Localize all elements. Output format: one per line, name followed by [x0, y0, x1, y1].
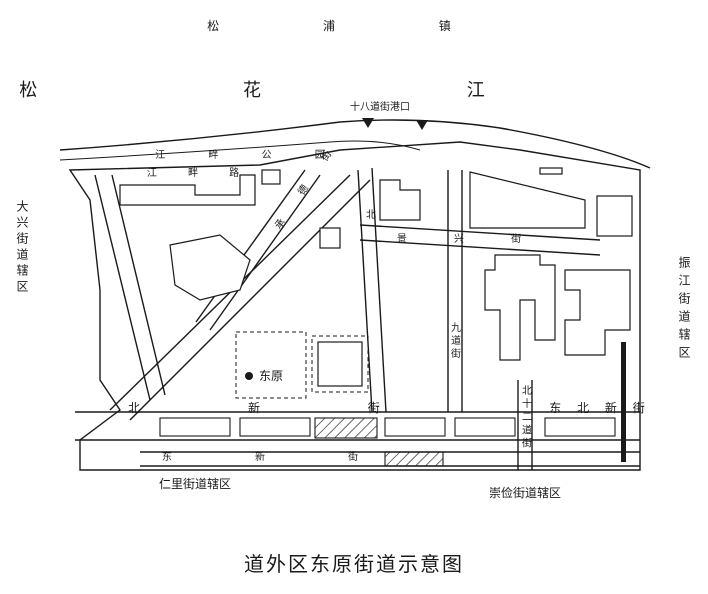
street-taixing-label: 景 兴 街 [397, 232, 543, 245]
street-jiu-label: 九 道 街 [449, 322, 461, 359]
central-vertical-road-1 [357, 169, 373, 413]
building-nw-2 [169, 234, 251, 301]
central-square-building [317, 341, 363, 387]
street-beixin-label: 北 新 街 [128, 400, 432, 415]
map-caption: 道外区东原街道示意图 [244, 552, 464, 576]
complex-building-east [484, 254, 556, 361]
jingxing-road [359, 224, 601, 241]
river-bank-line-lower [59, 140, 421, 161]
complex-building-east-2 [564, 269, 631, 356]
street-beiwu-label: 北 [366, 209, 376, 221]
central-square-outline [311, 335, 369, 393]
street-jiang-inner-label: 江 畔 路 [147, 166, 253, 179]
diagonal-road-2 [209, 174, 321, 331]
region-southeast-label: 崇俭街道辖区 [489, 485, 561, 500]
building-nw-3 [319, 227, 341, 249]
street-dong-beixin-label: 东 北 新 街 [549, 400, 650, 415]
block-s1 [159, 417, 231, 437]
block-s6 [544, 417, 616, 437]
port-label: 十八道街港口 [350, 100, 410, 113]
region-southwest-label: 仁里街道辖区 [159, 476, 231, 491]
block-s2 [239, 417, 311, 437]
street-nanxin-label: 东 新 街 [162, 450, 398, 463]
dongyuan-block-outline [235, 331, 307, 399]
building-nw-1 [119, 174, 256, 206]
river-bank-line [59, 119, 651, 169]
jingxing-road-b [359, 239, 601, 256]
rail-track [621, 342, 626, 462]
street-jiangpan-label: 江 畔 公 园 [155, 148, 345, 161]
region-east-label: 振江街道辖区 [677, 256, 691, 364]
street-bei-shi-er-label: 北 十 二 道 街 [520, 385, 532, 449]
river-name: 松 花 江 [19, 80, 584, 101]
building-small-north [539, 167, 563, 175]
block-s4 [384, 417, 446, 437]
region-west-label: 大兴街道辖区 [15, 200, 29, 296]
town-name: 松 浦 镇 [207, 19, 501, 33]
central-vertical-road-1b [371, 167, 387, 413]
dongyuan-label: 东原 [259, 369, 283, 383]
building-ne-2 [469, 171, 586, 229]
west-vertical-road [94, 174, 151, 401]
block-s5 [454, 417, 516, 437]
building-nw-4 [261, 169, 281, 185]
port-marker-icon [362, 118, 428, 130]
block-s7 [384, 451, 444, 467]
building-ne-3 [596, 195, 633, 237]
west-vertical-road-b [111, 174, 166, 396]
building-ne-1 [379, 179, 421, 221]
dongyuan-marker-icon [245, 372, 253, 380]
district-outer-boundary [68, 141, 641, 471]
block-s3 [314, 417, 378, 439]
diagonal-road-parallel [129, 179, 371, 421]
